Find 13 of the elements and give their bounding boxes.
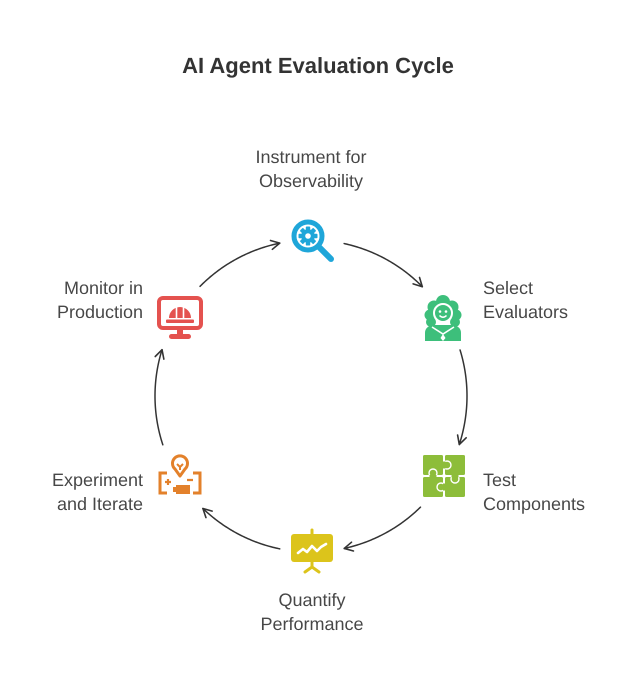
arrow (154, 348, 165, 446)
arrow (343, 242, 424, 288)
node-label: Instrument for Observability (254, 146, 368, 193)
arrow (343, 506, 422, 552)
node-label: Monitor in Production (56, 277, 143, 324)
arrow (202, 508, 280, 550)
title: AI Agent Evaluation Cycle (182, 53, 454, 79)
node-label: Select Evaluators (483, 277, 570, 324)
node-label: Quantify Performance (259, 589, 365, 636)
node-label: Experiment and Iterate (50, 469, 143, 516)
arrow (199, 240, 281, 288)
node-label: Test Components (483, 469, 586, 516)
arrow (456, 349, 468, 446)
